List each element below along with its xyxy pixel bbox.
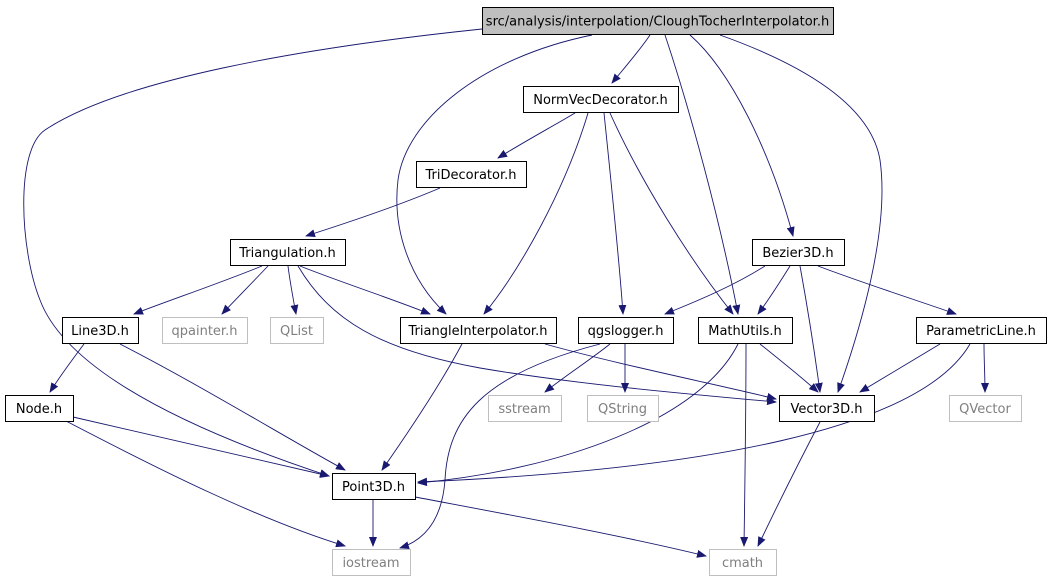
node-label: sstream xyxy=(498,402,550,417)
node-label: MathUtils.h xyxy=(708,324,782,339)
node-line3d[interactable]: Line3D.h xyxy=(62,317,139,344)
node-qgslogger[interactable]: qgslogger.h xyxy=(578,317,674,344)
node-label: src/analysis/interpolation/CloughTocherI… xyxy=(486,15,829,30)
node-box xyxy=(5,395,74,422)
node-label: Line3D.h xyxy=(71,324,129,339)
edge-bezier3d-to-paramline xyxy=(817,265,957,315)
edge-triangulation-to-line3d xyxy=(133,265,263,315)
node-label: Bezier3D.h xyxy=(762,246,833,261)
node-box xyxy=(578,317,674,344)
node-qpainter: qpainter.h xyxy=(162,317,248,344)
node-label: qgslogger.h xyxy=(588,324,664,339)
edge-root-to-vector3d xyxy=(719,34,883,393)
node-qstring: QString xyxy=(587,395,659,422)
edge-point3d-to-cmath xyxy=(409,495,707,558)
node-box xyxy=(709,549,777,576)
node-iostream: iostream xyxy=(332,549,411,576)
edge-triangulation-to-triinterp xyxy=(299,265,431,315)
node-normvec[interactable]: NormVecDecorator.h xyxy=(523,86,679,113)
edge-paramline-to-vector3d xyxy=(859,343,941,393)
edge-triangulation-to-qpainter xyxy=(221,265,269,315)
node-label: Point3D.h xyxy=(342,480,405,495)
edge-bezier3d-to-mathutils xyxy=(757,265,791,315)
node-label: iostream xyxy=(342,556,399,571)
node-paramline[interactable]: ParametricLine.h xyxy=(916,317,1047,344)
node-label: TriDecorator.h xyxy=(425,168,517,183)
edge-normvec-to-mathutils xyxy=(609,112,734,315)
node-mathutils[interactable]: MathUtils.h xyxy=(698,317,793,344)
node-sstream: sstream xyxy=(488,395,562,422)
node-bezier3d[interactable]: Bezier3D.h xyxy=(752,239,845,266)
edge-line3d-to-node xyxy=(49,343,85,393)
node-box xyxy=(400,317,557,344)
node-box xyxy=(949,395,1022,422)
edge-bezier3d-to-vector3d xyxy=(799,265,823,393)
edge-root-to-point3d xyxy=(23,28,483,477)
edge-paramline-to-qvector xyxy=(980,343,989,393)
node-cmath: cmath xyxy=(709,549,777,576)
node-label: NormVecDecorator.h xyxy=(533,93,667,108)
node-point3d[interactable]: Point3D.h xyxy=(332,473,416,500)
node-box xyxy=(230,239,346,266)
edge-qgslogger-to-iostream xyxy=(399,343,601,550)
node-box xyxy=(587,395,659,422)
node-box xyxy=(270,317,324,344)
node-box xyxy=(332,473,416,500)
edge-triangulation-to-qlist xyxy=(287,265,299,315)
node-box xyxy=(332,549,411,576)
edge-mathutils-to-cmath xyxy=(740,343,749,547)
node-triinterp[interactable]: TriangleInterpolator.h xyxy=(400,317,557,344)
edge-root-to-bezier3d xyxy=(689,34,795,237)
edge-line3d-to-point3d xyxy=(119,343,346,471)
node-qlist: QList xyxy=(270,317,324,344)
node-label: Triangulation.h xyxy=(238,246,336,261)
edge-root-to-mathutils xyxy=(664,34,741,315)
node-box xyxy=(62,317,139,344)
edge-root-to-normvec xyxy=(611,34,651,84)
node-vector3d[interactable]: Vector3D.h xyxy=(779,395,875,422)
node-box xyxy=(916,317,1047,344)
edge-mathutils-to-vector3d xyxy=(759,343,819,393)
edge-layer xyxy=(23,28,989,558)
node-box xyxy=(779,395,875,422)
edge-triinterp-to-point3d xyxy=(381,343,463,471)
edge-bezier3d-to-qgslogger xyxy=(664,265,766,315)
edge-tridec-to-triangulation xyxy=(305,187,441,238)
edge-triinterp-to-vector3d xyxy=(544,343,777,401)
node-label: Vector3D.h xyxy=(790,402,862,417)
edge-normvec-to-tridec xyxy=(497,112,576,159)
node-qvector: QVector xyxy=(949,395,1022,422)
edge-node-to-iostream xyxy=(65,420,346,548)
node-label: QString xyxy=(598,402,647,417)
node-box xyxy=(162,317,248,344)
node-box xyxy=(698,317,793,344)
node-label: qpainter.h xyxy=(172,324,238,339)
node-box xyxy=(752,239,845,266)
node-box xyxy=(523,86,679,113)
edge-mathutils-to-point3d xyxy=(417,343,739,487)
edge-qgslogger-to-sstream xyxy=(544,343,611,393)
node-box xyxy=(416,161,527,188)
edge-normvec-to-triinterp xyxy=(483,112,589,315)
node-box xyxy=(482,7,834,35)
node-label: Node.h xyxy=(16,402,62,417)
node-label: ParametricLine.h xyxy=(926,324,1036,339)
edge-normvec-to-qgslogger xyxy=(603,112,627,315)
edge-triangulation-to-vector3d xyxy=(297,265,777,406)
node-label: QVector xyxy=(959,402,1011,417)
node-layer: src/analysis/interpolation/CloughTocherI… xyxy=(5,7,1047,576)
edge-node-to-point3d xyxy=(72,416,330,478)
edge-paramline-to-point3d xyxy=(417,343,971,486)
node-tridec[interactable]: TriDecorator.h xyxy=(416,161,527,188)
node-label: TriangleInterpolator.h xyxy=(408,324,548,339)
node-node[interactable]: Node.h xyxy=(5,395,74,422)
node-triangulation[interactable]: Triangulation.h xyxy=(230,239,346,266)
node-label: QList xyxy=(280,324,313,339)
node-root[interactable]: src/analysis/interpolation/CloughTocherI… xyxy=(482,7,834,35)
node-box xyxy=(488,395,562,422)
node-label: cmath xyxy=(722,556,763,571)
edge-root-to-triinterp xyxy=(396,34,593,315)
edge-vector3d-to-cmath xyxy=(757,421,821,547)
